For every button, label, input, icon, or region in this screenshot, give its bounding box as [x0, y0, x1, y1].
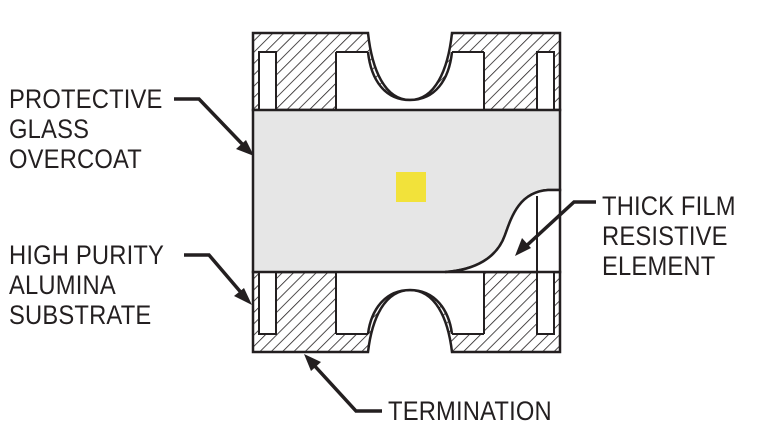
label-high-purity-alumina-substrate: HIGH PURITY ALUMINA SUBSTRATE	[9, 240, 165, 330]
marker-square	[396, 172, 426, 202]
top-termination	[251, 31, 562, 112]
arrow-protective-glass	[236, 140, 254, 156]
label-protective-glass-overcoat: PROTECTIVE GLASS OVERCOAT	[9, 84, 163, 174]
leader-thick-film	[522, 200, 596, 250]
label-termination: TERMINATION	[388, 396, 552, 426]
leader-termination	[310, 361, 382, 413]
label-thick-film-resistive-element: THICK FILM RESISTIVE ELEMENT	[602, 191, 736, 281]
leader-alumina-substrate	[184, 253, 246, 298]
arrowheads	[234, 140, 531, 371]
arrow-thick-film	[515, 238, 531, 256]
bottom-termination	[251, 270, 562, 354]
arrow-alumina-substrate	[234, 288, 252, 305]
arrow-termination	[304, 354, 321, 371]
leader-protective-glass	[174, 97, 248, 150]
leader-lines	[174, 97, 596, 413]
